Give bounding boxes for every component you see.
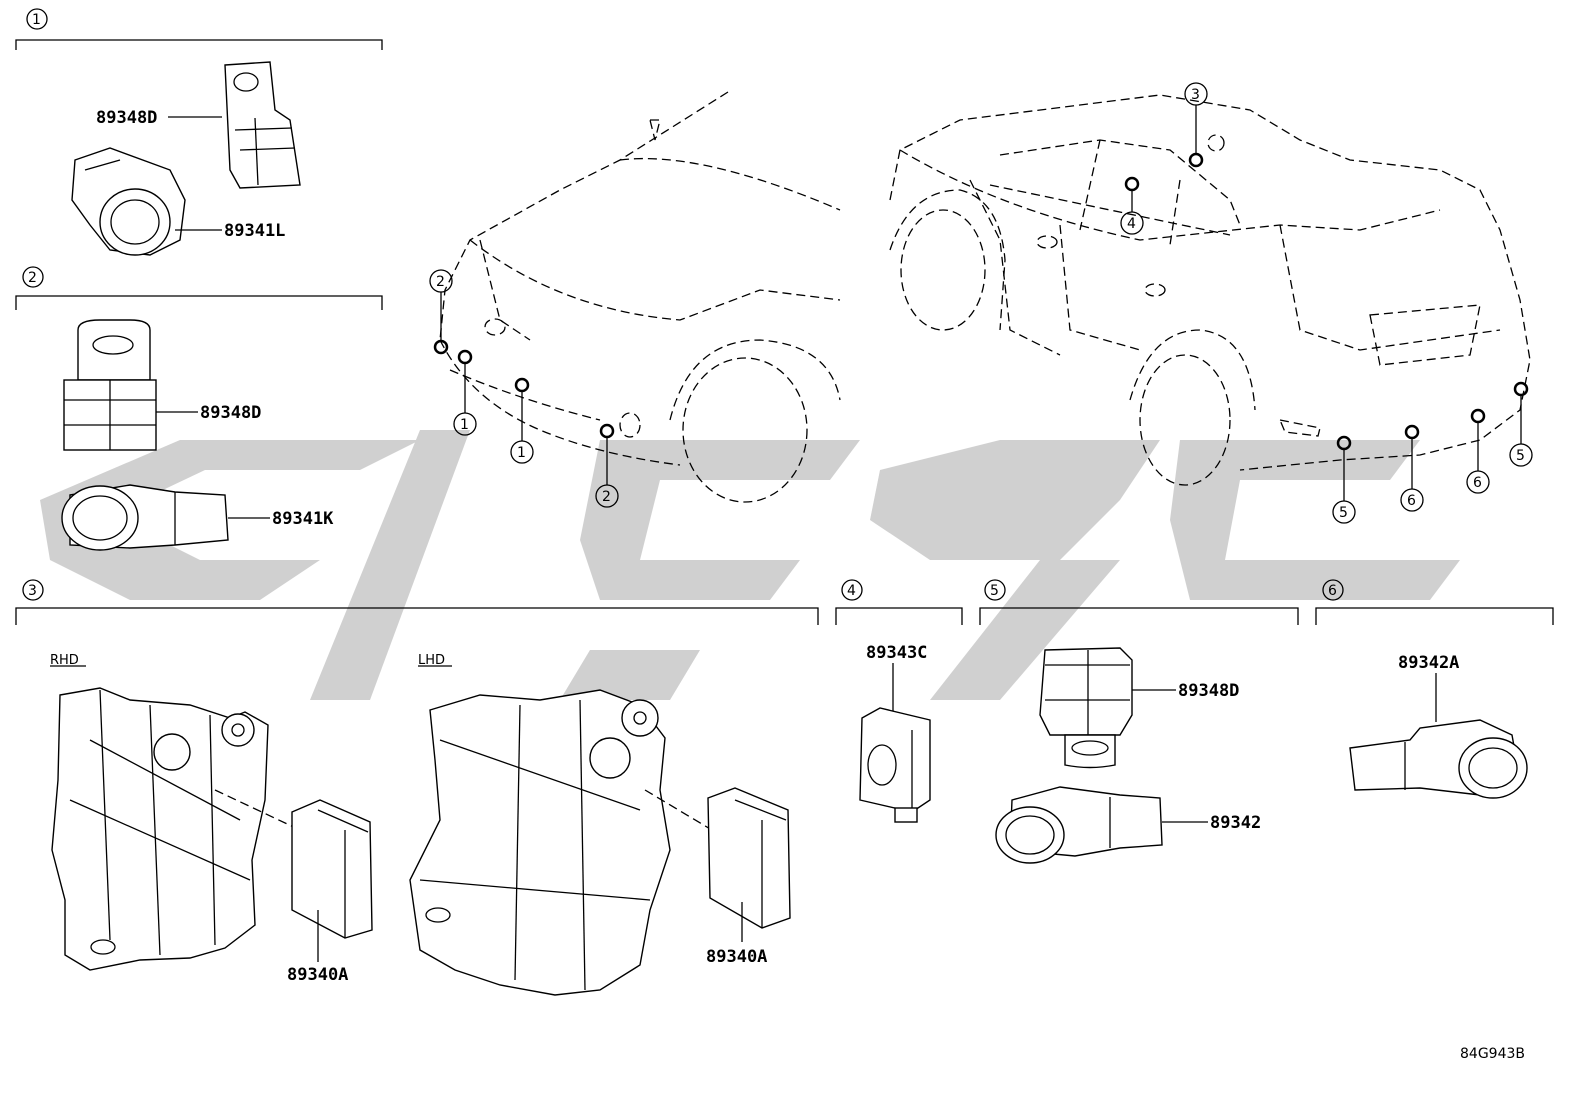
- rear-callout-e: 6: [1473, 475, 1482, 491]
- rear-callout-c: 5: [1339, 505, 1348, 521]
- bracket-rhd: [51, 687, 269, 971]
- group-5-frame: 5: [979, 579, 1299, 625]
- rear-callout-f: 5: [1516, 448, 1525, 464]
- rhd-label: RHD: [50, 653, 79, 668]
- group-2-frame: 2: [15, 266, 383, 310]
- watermark-logo: [40, 430, 1460, 700]
- group-4-frame: 4: [835, 579, 963, 625]
- sensor-89343C: [859, 707, 931, 823]
- bracket-89348D-group-5: [1039, 647, 1133, 769]
- part-89340A-rhd: 89340A: [287, 965, 348, 985]
- ecu-89340A-rhd: [291, 799, 373, 939]
- sensor-89342A: [1349, 719, 1528, 799]
- part-89342: 89342: [1210, 813, 1261, 833]
- bracket-89348D-group-1: [224, 61, 301, 189]
- group-3-frame: 3 RHD LHD: [15, 579, 819, 668]
- front-vehicle-view: [439, 91, 841, 503]
- front-callout-d: 2: [602, 489, 611, 505]
- bracket-89348D-group-2: [63, 319, 157, 451]
- group-6-frame: 6: [1315, 579, 1554, 625]
- group-1-frame: 1: [15, 8, 383, 50]
- part-89348D-g5: 89348D: [1178, 681, 1239, 701]
- rear-callout-a: 3: [1191, 87, 1200, 103]
- drawing-code: 84G943B: [1460, 1046, 1525, 1062]
- rear-callouts: 3 4 5 6 6 5: [1120, 82, 1533, 524]
- front-callout-c: 1: [517, 445, 526, 461]
- ecu-89340A-lhd: [707, 787, 791, 929]
- part-89343C: 89343C: [866, 643, 927, 663]
- sensor-89341L: [71, 147, 186, 256]
- front-callout-b: 1: [460, 417, 469, 433]
- part-89342A: 89342A: [1398, 653, 1459, 673]
- group-1-number: 1: [32, 12, 41, 28]
- lhd-label: LHD: [418, 653, 445, 668]
- rear-vehicle-view: [889, 94, 1531, 486]
- part-89341L: 89341L: [224, 221, 285, 241]
- bracket-lhd: [409, 689, 671, 996]
- front-callouts: 2 1 1 2: [429, 269, 619, 508]
- group-5-number: 5: [990, 583, 999, 599]
- group-2-number: 2: [28, 270, 37, 286]
- rear-callout-b: 4: [1127, 216, 1136, 232]
- front-callout-a: 2: [436, 274, 445, 290]
- group-4-number: 4: [847, 583, 856, 599]
- sensor-89342: [995, 786, 1163, 864]
- rear-callout-d: 6: [1407, 493, 1416, 509]
- sensor-89341K: [61, 484, 229, 551]
- part-89341K: 89341K: [272, 509, 334, 529]
- group-3-number: 3: [28, 583, 37, 599]
- part-89348D-g1: 89348D: [96, 108, 157, 128]
- group-6-number: 6: [1328, 583, 1337, 599]
- part-89340A-lhd: 89340A: [706, 947, 767, 967]
- part-89348D-g2: 89348D: [200, 403, 261, 423]
